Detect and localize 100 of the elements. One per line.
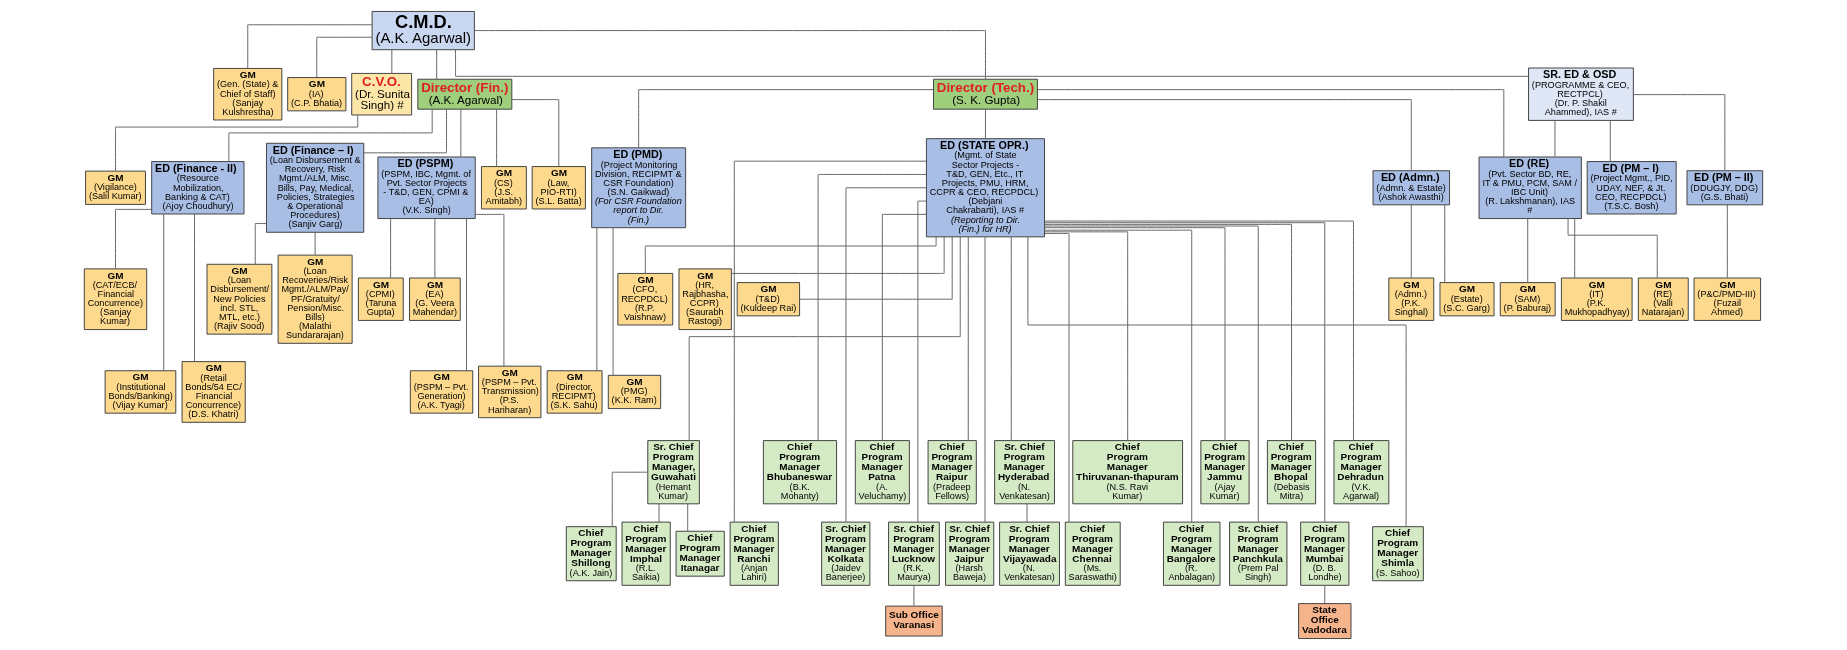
connector [115, 208, 153, 270]
node-box: GM (Law, PIO-RTI) (S.L. Batta) [531, 166, 586, 210]
node-box: ED (PM – II) (DDUGJY, DDG) (G.S. Bhati) [1686, 170, 1764, 206]
node-box: Sr. Chief Program Manager Vijayawada (N. Venkatesan) [999, 521, 1060, 586]
node-box: GM (Institutional Bonds/Banking) (Vijay Kumar) [104, 370, 177, 414]
connector [314, 231, 316, 256]
connector [967, 236, 969, 441]
node-box: Sr. Chief Program Manager Kolkata (Jaidev Banerjee) [821, 521, 871, 586]
node-box: GM (HR, Rajbhasha, CCPR) (Saurabh Rastogi) [678, 268, 732, 331]
connector [730, 236, 945, 274]
node-box: ED (Finance – I) (Loan Disbursement & Recovery, Risk Mgmt./ALM, Misc. Bills, Pay, Medical, Policies, Strategies & Operational Procedures) (Sanjiv Garg) [265, 142, 365, 233]
connector [1044, 220, 1354, 441]
connector [496, 108, 498, 167]
node-box: ED (Admn.) (Admn. & Estate) (Ashok Awasthi) [1372, 170, 1451, 206]
connector [1044, 229, 1193, 523]
node-box: GM (Retail Bonds/54 EC/ Financial Concurrence) (D.S. Khatri) [181, 361, 246, 423]
node-box: Director (Fin.) (A.K. Agarwal) [417, 78, 513, 110]
connector [455, 49, 1530, 77]
node-box: Sr. Chief Program Manager, Guwahati (Hemant Kumar) [647, 440, 700, 505]
node-box: GM (T&D) (Kuldeep Rai) [736, 282, 801, 317]
connector [1527, 218, 1529, 283]
connector [644, 236, 937, 274]
connector [390, 218, 392, 279]
node-box: SR. ED & OSD (PROGRAMME & CEO, RECTPCL) (Dr. P. Shakil Ahammed), IAS # [1528, 67, 1634, 121]
connector [1609, 120, 1611, 162]
connector [917, 200, 927, 523]
connector [1324, 584, 1326, 604]
connector [1726, 204, 1728, 279]
node-box: Chief Program Manager Bhubaneswar (B.K. Mohanty) [762, 440, 838, 505]
connector [612, 227, 614, 376]
connector [984, 108, 986, 139]
node-box: GM (PSPM – Pvt. Transmission) (P.S. Hariharan) [478, 365, 542, 419]
node-box: Director (Tech.) (S. K. Gupta) [933, 78, 1038, 110]
connector [1044, 223, 1292, 442]
node-box: Chief Program Manager Bhopal (Debasis Mitra) [1266, 440, 1317, 505]
node-box: State Office Vadodara [1298, 603, 1352, 640]
node-box: Chief Program Manager Thiruvanan-thapuram (N.S. Ravi Kumar) [1072, 440, 1184, 505]
connector [817, 173, 927, 441]
node-box: GM (IA) (C.P. Bhatia) [287, 77, 347, 112]
connector [1554, 120, 1556, 158]
connector [474, 213, 505, 367]
node-box: Chief Program Manager Bangalore (R. Anbalagan) [1162, 521, 1221, 586]
node-box: GM (CAT/ECB/ Financial Concurrence) (Sanjay Kumar) [83, 268, 148, 331]
connector [611, 471, 649, 528]
node-box: Chief Program Manager Jammu (Ajay Kumar) [1200, 440, 1250, 505]
connector [511, 99, 560, 167]
node-box: Sr. Chief Program Manager Hyderabad (N. Venkatesan) [994, 440, 1055, 505]
node-box: C.M.D. (A.K. Agarwal) [371, 10, 475, 51]
connector [1567, 218, 1658, 279]
connector [1044, 231, 1129, 442]
connector [391, 49, 393, 74]
connector [1574, 218, 1576, 279]
connector [596, 227, 598, 372]
node-box: Chief Program Manager Patna (A. Veluchamy) [854, 440, 910, 505]
connector [799, 236, 953, 300]
connector [1044, 222, 1326, 523]
connector [881, 213, 927, 442]
node-box: GM (Admn.) (P.K. Singhal) [1388, 277, 1435, 321]
node-box: GM (Estate) (S.C. Garg) [1439, 282, 1495, 317]
connector [436, 49, 438, 80]
connector [247, 24, 373, 69]
node-box: GM (PSPM – Pvt. Generation) (A.K. Tyagi) [409, 370, 474, 414]
connector [1027, 236, 1407, 528]
node-box: ED (PMD) (Project Monitoring Division, RECIPMT & CSR Foundation) (S.N. Gaikwad) (For CSR Foundation report to Dir. (Fin.) [591, 147, 687, 229]
connector [434, 218, 436, 279]
node-box: GM (Loan Recoveries/Risk Mgmt./ALM/Pay/ PF/Gratuity/ Pension/Misc. Bills) (Malathi Sundararajan) [277, 254, 353, 344]
node-box: ED (Finance - II) (Resource Mobilization, Banking & CAT) (Ajoy Choudhury) [151, 161, 245, 215]
connector [687, 503, 689, 532]
node-box: Sr. Chief Program Manager Jaipur (Harsh Baweja) [945, 521, 995, 586]
node-box: Chief Program Manager Shillong (A.K. Jain) [565, 526, 617, 582]
connector [254, 223, 267, 265]
connector [1026, 503, 1028, 523]
connector [1044, 233, 1070, 523]
node-box: ED (STATE OPR.) (Mgmt. of State Sector Projects - T&D, GEN, Etc., IT Projects, PMU, HRM, CCPR & CEO, RECPDCL) (Debjani Chakrabarti), IAS # (Reporting to Dir. (Fin.) for HR) [925, 138, 1045, 238]
node-box: Chief Program Manager Imphal (R.L. Saikia) [621, 521, 671, 586]
node-box: GM (CPMI) (Taruna Gupta) [357, 277, 404, 321]
connector [474, 30, 986, 80]
connector [1037, 89, 1505, 158]
node-box: ED (PSPM) (PSPM, IBC, Mgmt. of Pvt. Sector Projects - T&D, GEN, CPMI & EA) (V.K. Singh) [377, 156, 476, 220]
connector [163, 213, 165, 372]
connector [1044, 225, 1259, 523]
connector [363, 108, 448, 154]
node-box: GM (EA) (G. Veera Mahendar) [409, 277, 461, 321]
connector [638, 89, 934, 149]
connector [1010, 236, 1012, 441]
node-box: GM (CFO, RECPDCL) (R.P. Vaishnaw) [617, 272, 674, 326]
node-box: GM (P&C/PMD-III) (Fuzail Ahmed) [1693, 277, 1762, 321]
node-box: GM (Loan Disbursement/ New Policies incl. STL, MTL, etc.) (Rajiv Sood) [206, 263, 273, 335]
node-box: GM (Director, RECIPMT) (S.K. Sahu) [546, 370, 603, 414]
connector [913, 584, 915, 607]
node-box: Chief Program Manager Chennai (Ms. Saraswathi) [1064, 521, 1121, 586]
connector [1044, 227, 1226, 441]
connector [460, 108, 462, 158]
node-box: ED (PM – I) (Project Mgmt., PID, UDAY, NEF, & Jt. CEO, RECPDCL) (T.S.C. Bosh) [1586, 161, 1677, 215]
connector [194, 213, 196, 362]
node-box: GM (PMG) (K.K. Ram) [607, 374, 662, 410]
connector [1036, 99, 1412, 172]
connector [845, 187, 927, 523]
node-box: Sub Office Varanasi [885, 605, 943, 637]
connector [658, 503, 660, 523]
